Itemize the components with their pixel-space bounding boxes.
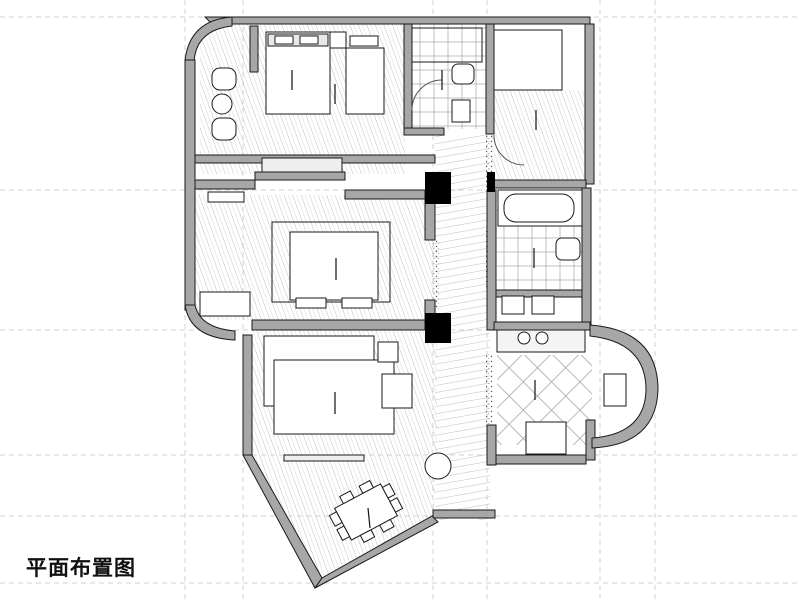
- hob-2: [535, 331, 549, 345]
- wardrobe-master: [261, 157, 343, 173]
- round-pillar: [424, 452, 452, 480]
- column-2: [425, 313, 451, 343]
- bay-window-top-left: [184, 16, 233, 63]
- wall-corridor-right: [486, 189, 497, 331]
- wall-kitchen-bottom: [495, 454, 587, 465]
- side-table: [211, 93, 233, 115]
- study-floor: [492, 90, 584, 185]
- outer-wall-left: [184, 59, 196, 311]
- basin-2: [501, 295, 525, 315]
- column-3: [487, 172, 495, 192]
- basin-1: [451, 99, 471, 123]
- walls: [184, 16, 659, 589]
- bath1-door-swing: [411, 79, 443, 111]
- single-bed: [345, 47, 385, 115]
- side-table-living: [377, 341, 399, 363]
- toilet-2: [555, 237, 581, 261]
- armchair-living: [381, 373, 413, 409]
- bed-2-pillow-1: [295, 297, 327, 309]
- wall-right-mid: [581, 187, 592, 329]
- bed-2-pillow-2: [341, 297, 373, 309]
- wall-dining-right: [432, 509, 496, 519]
- outer-wall-top: [203, 16, 591, 25]
- wall-bath1-right: [485, 23, 495, 135]
- wall-bedroom-divider-4: [344, 189, 426, 200]
- wall-right-outer: [584, 23, 595, 185]
- wall-dining-diagonal-right: [314, 515, 439, 589]
- kitchen-bay-window: [589, 324, 659, 449]
- washer: [531, 295, 555, 315]
- wall-bath1-bottom: [403, 127, 445, 136]
- gravel-strip-2: [486, 355, 493, 425]
- fridge: [525, 421, 567, 455]
- wall-study-bottom: [493, 179, 587, 189]
- master-bed-pillow-2: [299, 35, 319, 45]
- study-door-swing: [493, 134, 525, 166]
- wall-living-top: [251, 319, 433, 331]
- wall-left-lower: [242, 334, 253, 456]
- shower-tray: [411, 27, 483, 63]
- master-bed-pillow-1: [274, 35, 294, 45]
- toilet-1: [451, 63, 475, 85]
- gravel-strip-1: [486, 135, 493, 190]
- tv-cabinet: [283, 454, 365, 462]
- coffee-table: [273, 359, 395, 435]
- column-1: [425, 172, 451, 204]
- wall-master-right: [403, 23, 413, 135]
- dining-table: [328, 479, 404, 544]
- wall-top-segment: [249, 25, 259, 73]
- armchair-1: [211, 67, 237, 91]
- hob-1: [517, 331, 531, 345]
- desk-bedroom-2: [199, 291, 251, 317]
- gravel-strip-3: [432, 240, 439, 310]
- armchair-2: [211, 117, 237, 141]
- wall-kitchen-top: [493, 321, 591, 331]
- room-label-marks: [291, 70, 537, 529]
- study-desk: [493, 29, 563, 91]
- wardrobe-bedroom-2: [207, 191, 245, 203]
- bedroom-2-bed: [289, 231, 379, 301]
- columns: [425, 172, 495, 343]
- furniture: [199, 27, 627, 544]
- bay-window-bottom-left: [184, 304, 236, 341]
- wall-bedroom-divider-2: [194, 179, 256, 190]
- wall-kitchen-left: [486, 424, 497, 466]
- kitchen-sink: [603, 373, 627, 407]
- wall-bedroom-divider-3: [254, 171, 346, 181]
- drawing-caption: 平面布置图: [26, 556, 136, 580]
- nightstand: [329, 31, 347, 49]
